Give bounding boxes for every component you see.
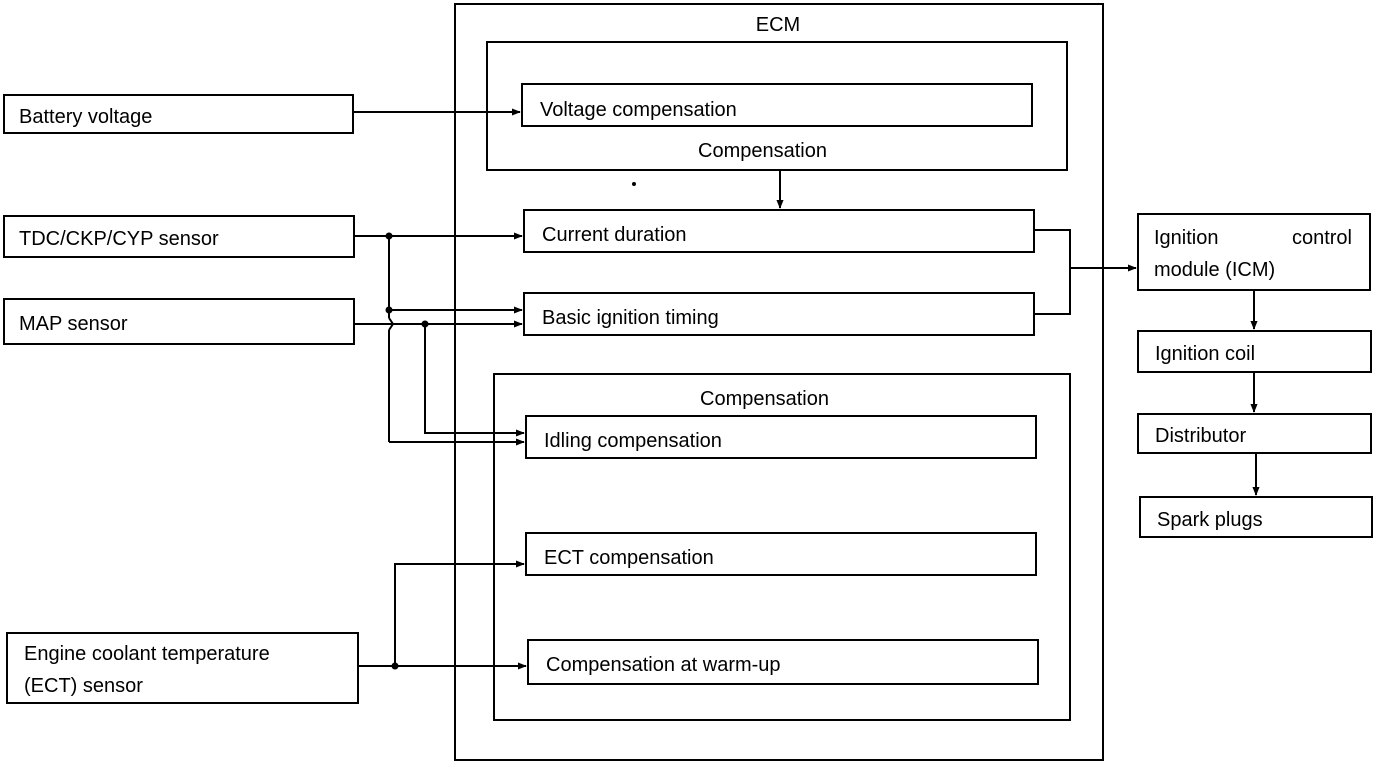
warmup-compensation-label: Compensation at warm-up (546, 654, 781, 676)
battery-voltage-block: Battery voltage (3, 94, 354, 134)
icm-label-line2: module (ICM) (1154, 259, 1275, 281)
map-sensor-block: MAP sensor (3, 298, 355, 345)
icm-label-line1: Ignition (1154, 227, 1219, 249)
wire-ect-to-ect-comp (394, 560, 525, 666)
junction-dot (385, 232, 393, 240)
current-duration-label: Current duration (542, 224, 687, 246)
lower-compensation-group: Compensation Idling compensation ECT com… (493, 373, 1071, 721)
wire-map-to-idling (424, 324, 525, 437)
tdc-sensor-box (3, 215, 355, 258)
spark-plugs-label: Spark plugs (1157, 509, 1263, 531)
battery-voltage-box (3, 94, 354, 134)
idling-compensation-box (525, 415, 1037, 459)
basic-ignition-timing-label: Basic ignition timing (542, 307, 719, 329)
ecm-block: ECM (454, 3, 1104, 761)
ignition-coil-block: Ignition coil (1137, 330, 1372, 373)
ect-compensation-box (525, 532, 1037, 576)
voltage-compensation-group: Voltage compensation Compensation (486, 41, 1068, 171)
junction-dot (421, 320, 429, 328)
spark-plugs-box (1139, 496, 1373, 538)
tdc-sensor-block: TDC/CKP/CYP sensor (3, 215, 355, 258)
ignition-coil-label: Ignition coil (1155, 343, 1255, 365)
ect-sensor-box (6, 632, 359, 704)
basic-ignition-timing-block: Basic ignition timing (523, 292, 1035, 336)
distributor-box (1137, 413, 1372, 454)
connections (353, 108, 1260, 670)
idling-compensation-label: Idling compensation (544, 430, 722, 452)
voltage-group-frame (486, 41, 1068, 171)
junction-dot (391, 662, 399, 670)
tdc-sensor-label: TDC/CKP/CYP sensor (19, 228, 219, 250)
wire-ecm-output-bracket (1034, 229, 1071, 315)
ect-compensation-label: ECT compensation (544, 547, 714, 569)
warmup-compensation-box (527, 639, 1039, 685)
map-sensor-label: MAP sensor (19, 313, 128, 335)
ect-sensor-label-line2: (ECT) sensor (24, 675, 143, 697)
spark-plugs-block: Spark plugs (1139, 496, 1373, 538)
lower-group-frame (493, 373, 1071, 721)
ect-sensor-block: Engine coolant temperature (ECT) sensor (6, 632, 359, 704)
distributor-label: Distributor (1155, 425, 1246, 447)
stray-mark (632, 182, 636, 186)
icm-box (1137, 213, 1371, 291)
voltage-group-label: Compensation (698, 140, 827, 162)
distributor-block: Distributor (1137, 413, 1372, 454)
lower-group-label: Compensation (700, 388, 829, 410)
current-duration-box (523, 209, 1035, 253)
icm-label-line1b: control (1292, 227, 1352, 249)
battery-voltage-label: Battery voltage (19, 106, 152, 128)
current-duration-block: Current duration (523, 209, 1035, 253)
ecm-title: ECM (756, 14, 800, 36)
map-sensor-box (3, 298, 355, 345)
voltage-compensation-box (521, 83, 1033, 127)
ect-sensor-label-line1: Engine coolant temperature (24, 643, 270, 665)
ecm-frame (454, 3, 1104, 761)
voltage-compensation-label: Voltage compensation (540, 99, 737, 121)
icm-block: Ignition control module (ICM) (1137, 213, 1371, 291)
junction-dot (385, 306, 393, 314)
